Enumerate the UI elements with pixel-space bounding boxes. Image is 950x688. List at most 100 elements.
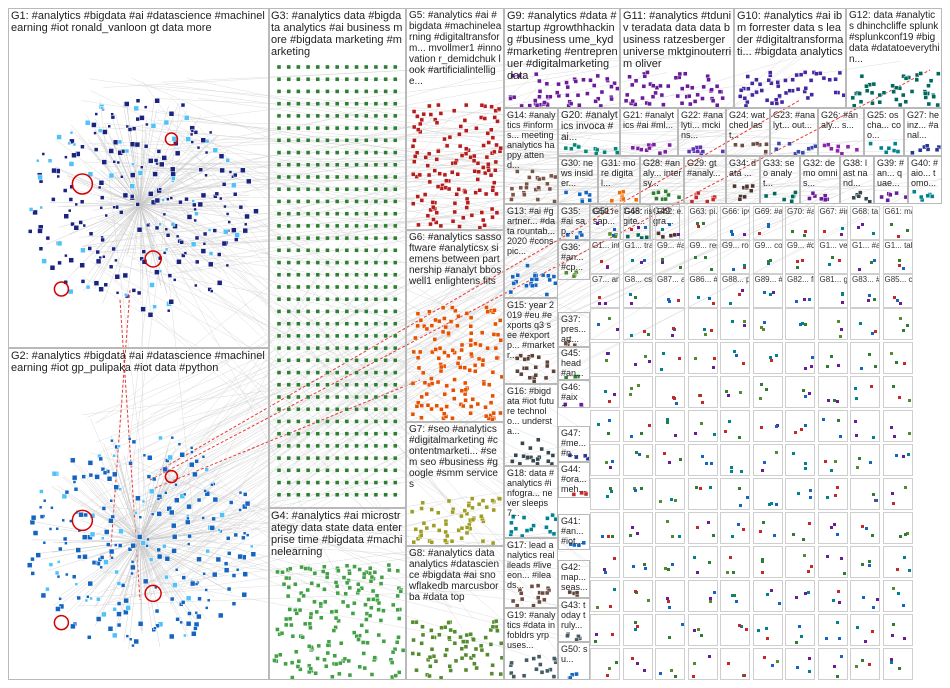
- small-group-cell: [817, 614, 848, 646]
- group-label-g31: G31: more digital...: [601, 158, 636, 188]
- node-marker: [727, 393, 731, 397]
- group-nodes-g22: [686, 144, 725, 155]
- node-marker: [728, 302, 732, 306]
- group-panel-g33: G33: seo analyt...: [760, 156, 800, 204]
- node-marker: [826, 554, 830, 558]
- edge: [167, 151, 857, 492]
- small-group-cell: [850, 648, 880, 680]
- node-marker: [768, 355, 772, 359]
- node-marker: [713, 590, 717, 594]
- group-panel-g50: G50: su...: [558, 642, 590, 680]
- node-marker: [904, 485, 908, 489]
- group-label-g19: G19: #analytics #data infobldrs yrp uses…: [507, 610, 556, 650]
- node-marker: [704, 332, 708, 336]
- node-marker: [837, 637, 841, 641]
- node-marker: [795, 640, 799, 644]
- edge: [125, 112, 800, 600]
- edge: [96, 159, 644, 235]
- edge: [96, 318, 464, 614]
- group-nodes-g21: [630, 142, 672, 155]
- node-marker: [837, 258, 841, 262]
- group-label-g30: G30: news insider...: [561, 158, 594, 188]
- edge: [145, 265, 561, 611]
- node-marker: [677, 299, 681, 303]
- node-marker: [872, 493, 876, 497]
- group-label-g14: G14: #analytics #informs... meeting anal…: [507, 110, 557, 170]
- node-marker: [896, 567, 900, 571]
- node-marker: [833, 523, 837, 527]
- edge: [130, 69, 804, 435]
- small-group-cell: [590, 444, 620, 476]
- node-marker: [606, 351, 610, 355]
- edge: [161, 52, 785, 83]
- node-marker: [731, 594, 735, 598]
- node-marker: [741, 527, 745, 531]
- small-group-cell: [817, 512, 848, 544]
- small-group-cell: [817, 478, 848, 510]
- small-group-cell: [655, 478, 685, 510]
- node-marker: [839, 328, 843, 332]
- small-group-cell: [882, 376, 913, 408]
- node-marker: [636, 531, 640, 535]
- node-marker: [671, 396, 675, 400]
- node-marker: [629, 293, 633, 297]
- node-marker: [711, 534, 715, 538]
- edge: [122, 214, 158, 499]
- node-marker: [674, 499, 678, 503]
- small-group-cell: [720, 580, 750, 612]
- small-group-cell: [785, 546, 815, 578]
- node-marker: [892, 296, 896, 300]
- small-group-cell: [590, 580, 620, 612]
- node-marker: [824, 460, 828, 464]
- node-marker: [867, 559, 871, 563]
- node-marker: [855, 626, 859, 630]
- node-marker: [595, 222, 599, 226]
- group-panel-g5: G5: #analytics #ai #bigdata #machinelear…: [406, 8, 504, 230]
- group-label-g42: G42: map... seas...: [561, 562, 589, 592]
- group-nodes-g15: [515, 353, 556, 383]
- edge: [158, 60, 901, 174]
- group-nodes-g32: [807, 190, 830, 202]
- node-marker: [604, 460, 608, 464]
- small-group-cell: [687, 512, 718, 544]
- node-marker: [608, 604, 612, 608]
- node-marker: [743, 264, 747, 268]
- small-group-cell: [752, 444, 783, 476]
- node-marker: [733, 594, 737, 598]
- group-nodes-g16: [510, 437, 556, 465]
- small-group-label: G9... #a...: [657, 241, 685, 250]
- node-marker: [868, 293, 872, 297]
- node-marker: [833, 399, 837, 403]
- edge: [164, 84, 766, 162]
- node-marker: [803, 394, 807, 398]
- node-marker: [692, 674, 696, 678]
- node-marker: [874, 364, 878, 368]
- node-marker: [695, 525, 699, 529]
- node-marker: [737, 523, 741, 527]
- group-panel-g41: G41: #an... #iot...: [558, 514, 590, 550]
- node-marker: [804, 229, 808, 233]
- node-marker: [837, 418, 841, 422]
- node-marker: [712, 301, 716, 305]
- group-nodes-g1: [27, 97, 259, 318]
- node-marker: [606, 673, 610, 677]
- node-marker: [636, 624, 640, 628]
- small-group-cell: [622, 546, 653, 578]
- small-group-cell: [655, 546, 685, 578]
- node-marker: [872, 436, 876, 440]
- node-marker: [897, 667, 901, 671]
- group-nodes-g37: [563, 339, 578, 347]
- group-label-g1: G1: #analytics #bigdata #ai #datascience…: [11, 10, 265, 34]
- small-group-cell: [785, 444, 815, 476]
- node-marker: [615, 327, 619, 331]
- small-group-cell: G1... ver...: [817, 240, 848, 274]
- node-marker: [727, 420, 731, 424]
- edge: [116, 191, 625, 423]
- node-marker: [795, 266, 799, 270]
- node-marker: [832, 665, 836, 669]
- node-marker: [710, 328, 714, 332]
- node-marker: [898, 302, 902, 306]
- node-marker: [829, 525, 833, 529]
- group-panel-g11: G11: #analytics #tduniv teradata data da…: [620, 8, 734, 108]
- group-label-g36: G36: #an... #cp...: [561, 242, 587, 272]
